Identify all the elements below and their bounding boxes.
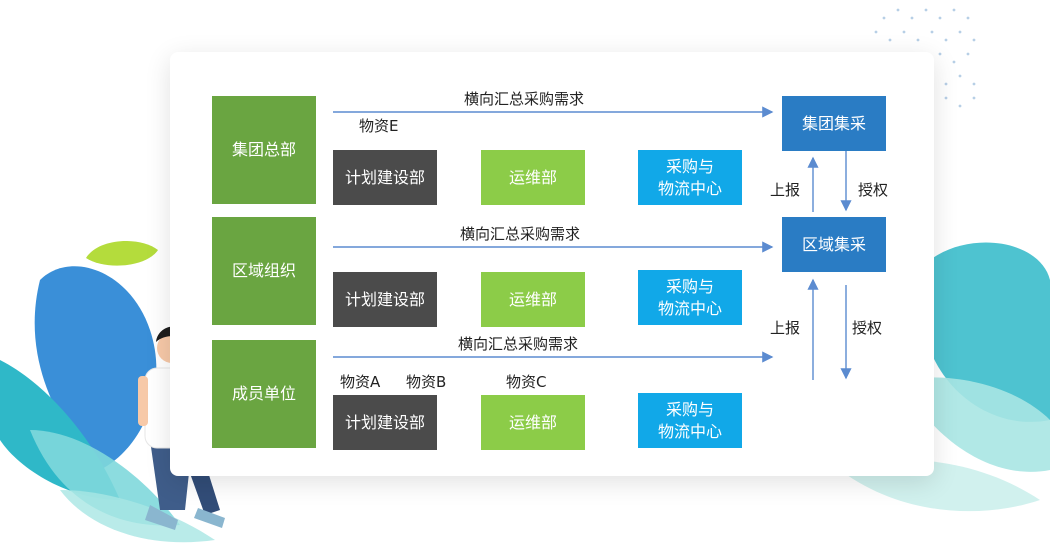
authorize-label-upper: 授权 <box>858 181 889 199</box>
horizontal-label-member: 横向汇总采购需求 <box>458 335 579 353</box>
report-label-lower: 上报 <box>770 319 801 337</box>
authorize-label-lower: 授权 <box>852 319 883 337</box>
right-leaf-teal <box>930 242 1050 422</box>
material-b-label: 物资B <box>406 373 447 391</box>
ops-dept-member: 运维部 <box>481 395 585 450</box>
proc-center-region: 采购与 物流中心 <box>638 270 742 325</box>
plan-dept-region: 计划建设部 <box>333 272 437 327</box>
material-c-label: 物资C <box>506 373 547 391</box>
proc-center-member: 采购与 物流中心 <box>638 393 742 448</box>
ops-dept-hq: 运维部 <box>481 150 585 205</box>
ops-dept-region: 运维部 <box>481 272 585 327</box>
plan-dept-member: 计划建设部 <box>333 395 437 450</box>
region-procurement-box: 区域集采 <box>782 217 886 272</box>
horizontal-label-hq: 横向汇总采购需求 <box>464 90 585 108</box>
left-leaf-bottom <box>60 490 215 543</box>
region-box: 区域组织 <box>212 217 316 325</box>
proc-center-hq: 采购与 物流中心 <box>638 150 742 205</box>
member-box: 成员单位 <box>212 340 316 448</box>
plan-dept-hq: 计划建设部 <box>333 150 437 205</box>
material-e-label: 物资E <box>359 117 399 135</box>
material-a-label: 物资A <box>340 373 381 391</box>
hq-box: 集团总部 <box>212 96 316 204</box>
horizontal-label-region: 横向汇总采购需求 <box>460 225 581 243</box>
right-leaf-light <box>900 377 1050 472</box>
left-leaf-light <box>30 430 180 526</box>
report-label-upper: 上报 <box>770 181 801 199</box>
leaf-small-green <box>86 240 158 266</box>
group-procurement-box: 集团集采 <box>782 96 886 151</box>
